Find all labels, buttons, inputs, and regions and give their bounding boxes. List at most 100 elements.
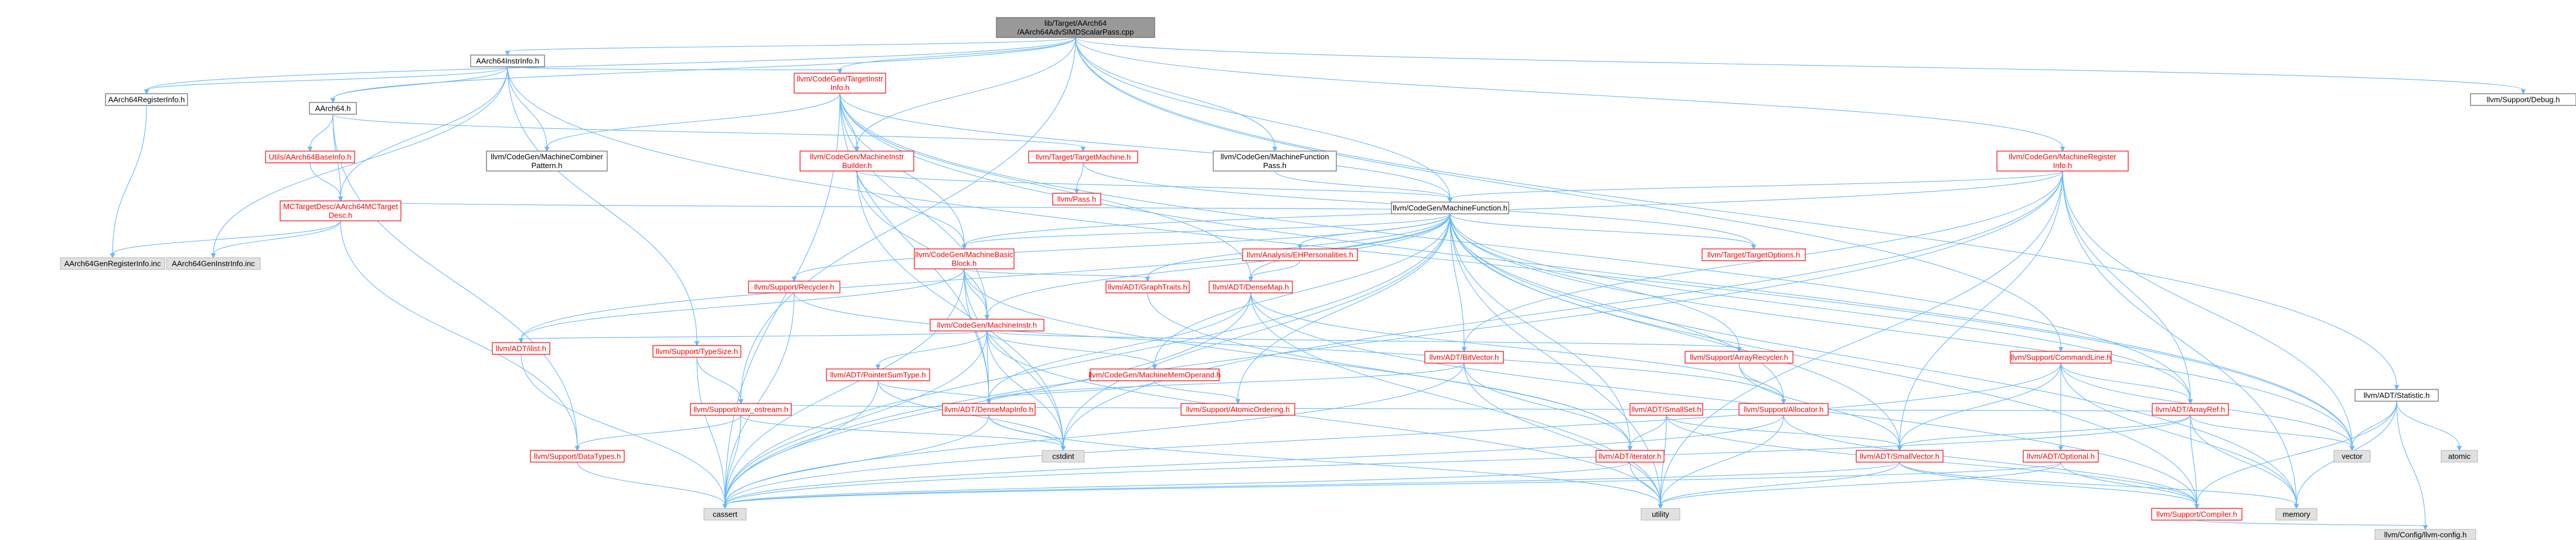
node-label: llvm/ADT/Optional.h	[2027, 452, 2095, 461]
edge-line	[2396, 401, 2460, 447]
node-genreg[interactable]: AArch64GenRegisterInfo.inc	[60, 257, 165, 270]
node-bitvector[interactable]: llvm/ADT/BitVector.h	[1424, 351, 1504, 364]
edge-line	[724, 330, 988, 505]
node-atomicordering[interactable]: llvm/Support/AtomicOrdering.h	[1180, 403, 1295, 416]
edge-arrowhead	[307, 146, 313, 152]
node-smallvector[interactable]: llvm/ADT/SmallVector.h	[1856, 450, 1944, 463]
node-box	[826, 368, 930, 381]
edge-bitvector-iterator	[1464, 363, 1633, 452]
node-label: AArch64.h	[315, 104, 351, 113]
node-box	[2151, 508, 2242, 521]
node-box	[492, 342, 550, 355]
node-cmdline[interactable]: llvm/Support/CommandLine.h	[2010, 351, 2112, 364]
node-optional[interactable]: llvm/ADT/Optional.h	[2023, 450, 2099, 463]
edge-instrinfo-mcdesc	[338, 66, 508, 202]
edge-mbb-minstr	[964, 268, 990, 320]
node-rawostream[interactable]: llvm/Support/raw_ostream.h	[690, 403, 792, 416]
edge-line	[340, 66, 508, 198]
node-densemapinfo[interactable]: llvm/ADT/DenseMapInfo.h	[942, 403, 1036, 416]
edge-line	[1075, 37, 1275, 148]
node-label: llvm/ADT/Statistic.h	[2364, 391, 2430, 400]
edge-allocator-compiler	[1783, 415, 2200, 510]
node-graphtraits[interactable]: llvm/ADT/GraphTraits.h	[1105, 281, 1190, 293]
node-densemap[interactable]: llvm/ADT/DenseMap.h	[1209, 281, 1293, 293]
node-tgtmachine[interactable]: llvm/Target/TargetMachine.h	[1028, 151, 1138, 163]
node-root[interactable]: lib/Target/AArch64/AArch64AdvSIMDScalarP…	[996, 17, 1155, 38]
node-ilist[interactable]: llvm/ADT/ilist.h	[492, 342, 550, 355]
edge-line	[988, 380, 1155, 401]
edge-minstr-ptrsum	[875, 330, 988, 370]
edge-mcdesc-datatypes	[340, 220, 580, 452]
node-cassert[interactable]: cassert	[703, 508, 747, 521]
node-ehpers[interactable]: llvm/Analysis/EHPersonalities.h	[1242, 248, 1358, 261]
node-typesize[interactable]: llvm/Support/TypeSize.h	[652, 345, 741, 358]
edge-line	[1899, 462, 2297, 505]
edge-compiler-config	[2196, 520, 2428, 531]
edge-ilist-cassert	[520, 354, 728, 510]
node-label: Pattern.h	[532, 161, 563, 170]
node-allocator[interactable]: llvm/Support/Allocator.h	[1738, 403, 1829, 416]
edge-allocator-utility	[1658, 415, 1784, 510]
node-label: Block.h	[952, 259, 977, 268]
edge-utilsbase-mcdesc	[309, 162, 343, 202]
edge-line	[988, 363, 1465, 401]
edge-arrowhead	[2422, 525, 2428, 531]
node-utilsbase[interactable]: Utils/AArch64BaseInfo.h	[265, 151, 355, 163]
edge-arrowhead	[1248, 276, 1254, 282]
edge-line	[1147, 213, 1451, 278]
edge-arrowhead	[330, 98, 336, 104]
edge-line	[1660, 462, 1900, 505]
node-geninstr[interactable]: AArch64GenInstrInfo.inc	[166, 257, 261, 270]
node-minstr[interactable]: llvm/CodeGen/MachineInstr.h	[930, 319, 1044, 331]
node-config[interactable]: llvm/Config/llvm-config.h	[2374, 529, 2476, 540]
edge-arrowhead	[961, 244, 967, 250]
edge-line	[1154, 213, 1451, 366]
edge-root-mfunc	[1075, 37, 1453, 203]
node-debug[interactable]: llvm/Support/Debug.h	[2470, 93, 2576, 106]
node-iterator[interactable]: llvm/ADT/iterator.h	[1595, 450, 1665, 463]
edge-arrowhead	[1080, 146, 1086, 152]
edge-mfpass-mfunc	[1274, 170, 1453, 203]
node-reginfo[interactable]: AArch64RegisterInfo.h	[105, 93, 188, 106]
edge-line	[839, 93, 1251, 278]
edge-mreginfo-smallvector	[1897, 170, 2063, 452]
node-atomic[interactable]: atomic	[2441, 450, 2478, 463]
node-mmemop[interactable]: llvm/CodeGen/MachineMemOperand.h	[1088, 368, 1221, 381]
node-tgtopts[interactable]: llvm/Target/TargetOptions.h	[1702, 248, 1806, 261]
node-memory[interactable]: memory	[2275, 508, 2318, 521]
edge-line	[1899, 363, 2061, 447]
edge-line	[577, 462, 726, 505]
node-box	[166, 257, 261, 270]
node-statistic[interactable]: llvm/ADT/Statistic.h	[2354, 389, 2439, 402]
node-box	[309, 102, 357, 115]
node-compiler[interactable]: llvm/Support/Compiler.h	[2151, 508, 2242, 521]
node-instrinfo[interactable]: AArch64InstrInfo.h	[470, 54, 545, 67]
node-ptrsum[interactable]: llvm/ADT/PointerSumType.h	[826, 368, 930, 381]
edge-iterator-cassert	[722, 462, 1631, 510]
node-smallset[interactable]: llvm/ADT/SmallSet.h	[1629, 403, 1703, 416]
node-utility[interactable]: utility	[1641, 508, 1680, 521]
node-arrayref[interactable]: llvm/ADT/ArrayRef.h	[2152, 403, 2229, 416]
node-box	[1242, 248, 1358, 261]
edge-line	[1899, 415, 2191, 447]
edge-line	[986, 330, 1155, 366]
node-recycler[interactable]: llvm/Support/Recycler.h	[748, 281, 840, 293]
edge-instrinfo-typesize	[507, 66, 700, 347]
node-aarch64h[interactable]: AArch64.h	[309, 102, 357, 115]
node-label: Info.h	[2053, 161, 2073, 170]
node-vector[interactable]: vector	[2333, 450, 2371, 463]
node-datatypes[interactable]: llvm/Support/DataTypes.h	[530, 450, 625, 463]
node-arrayrecycler[interactable]: llvm/Support/ArrayRecycler.h	[1685, 351, 1794, 364]
node-pass[interactable]: llvm/Pass.h	[1052, 193, 1101, 206]
edge-line	[1899, 462, 2197, 505]
edge-root-tgtinstr	[837, 37, 1076, 74]
node-cstdint[interactable]: cstdint	[1042, 450, 1085, 463]
node-mfunc[interactable]: llvm/CodeGen/MachineFunction.h	[1391, 201, 1509, 214]
